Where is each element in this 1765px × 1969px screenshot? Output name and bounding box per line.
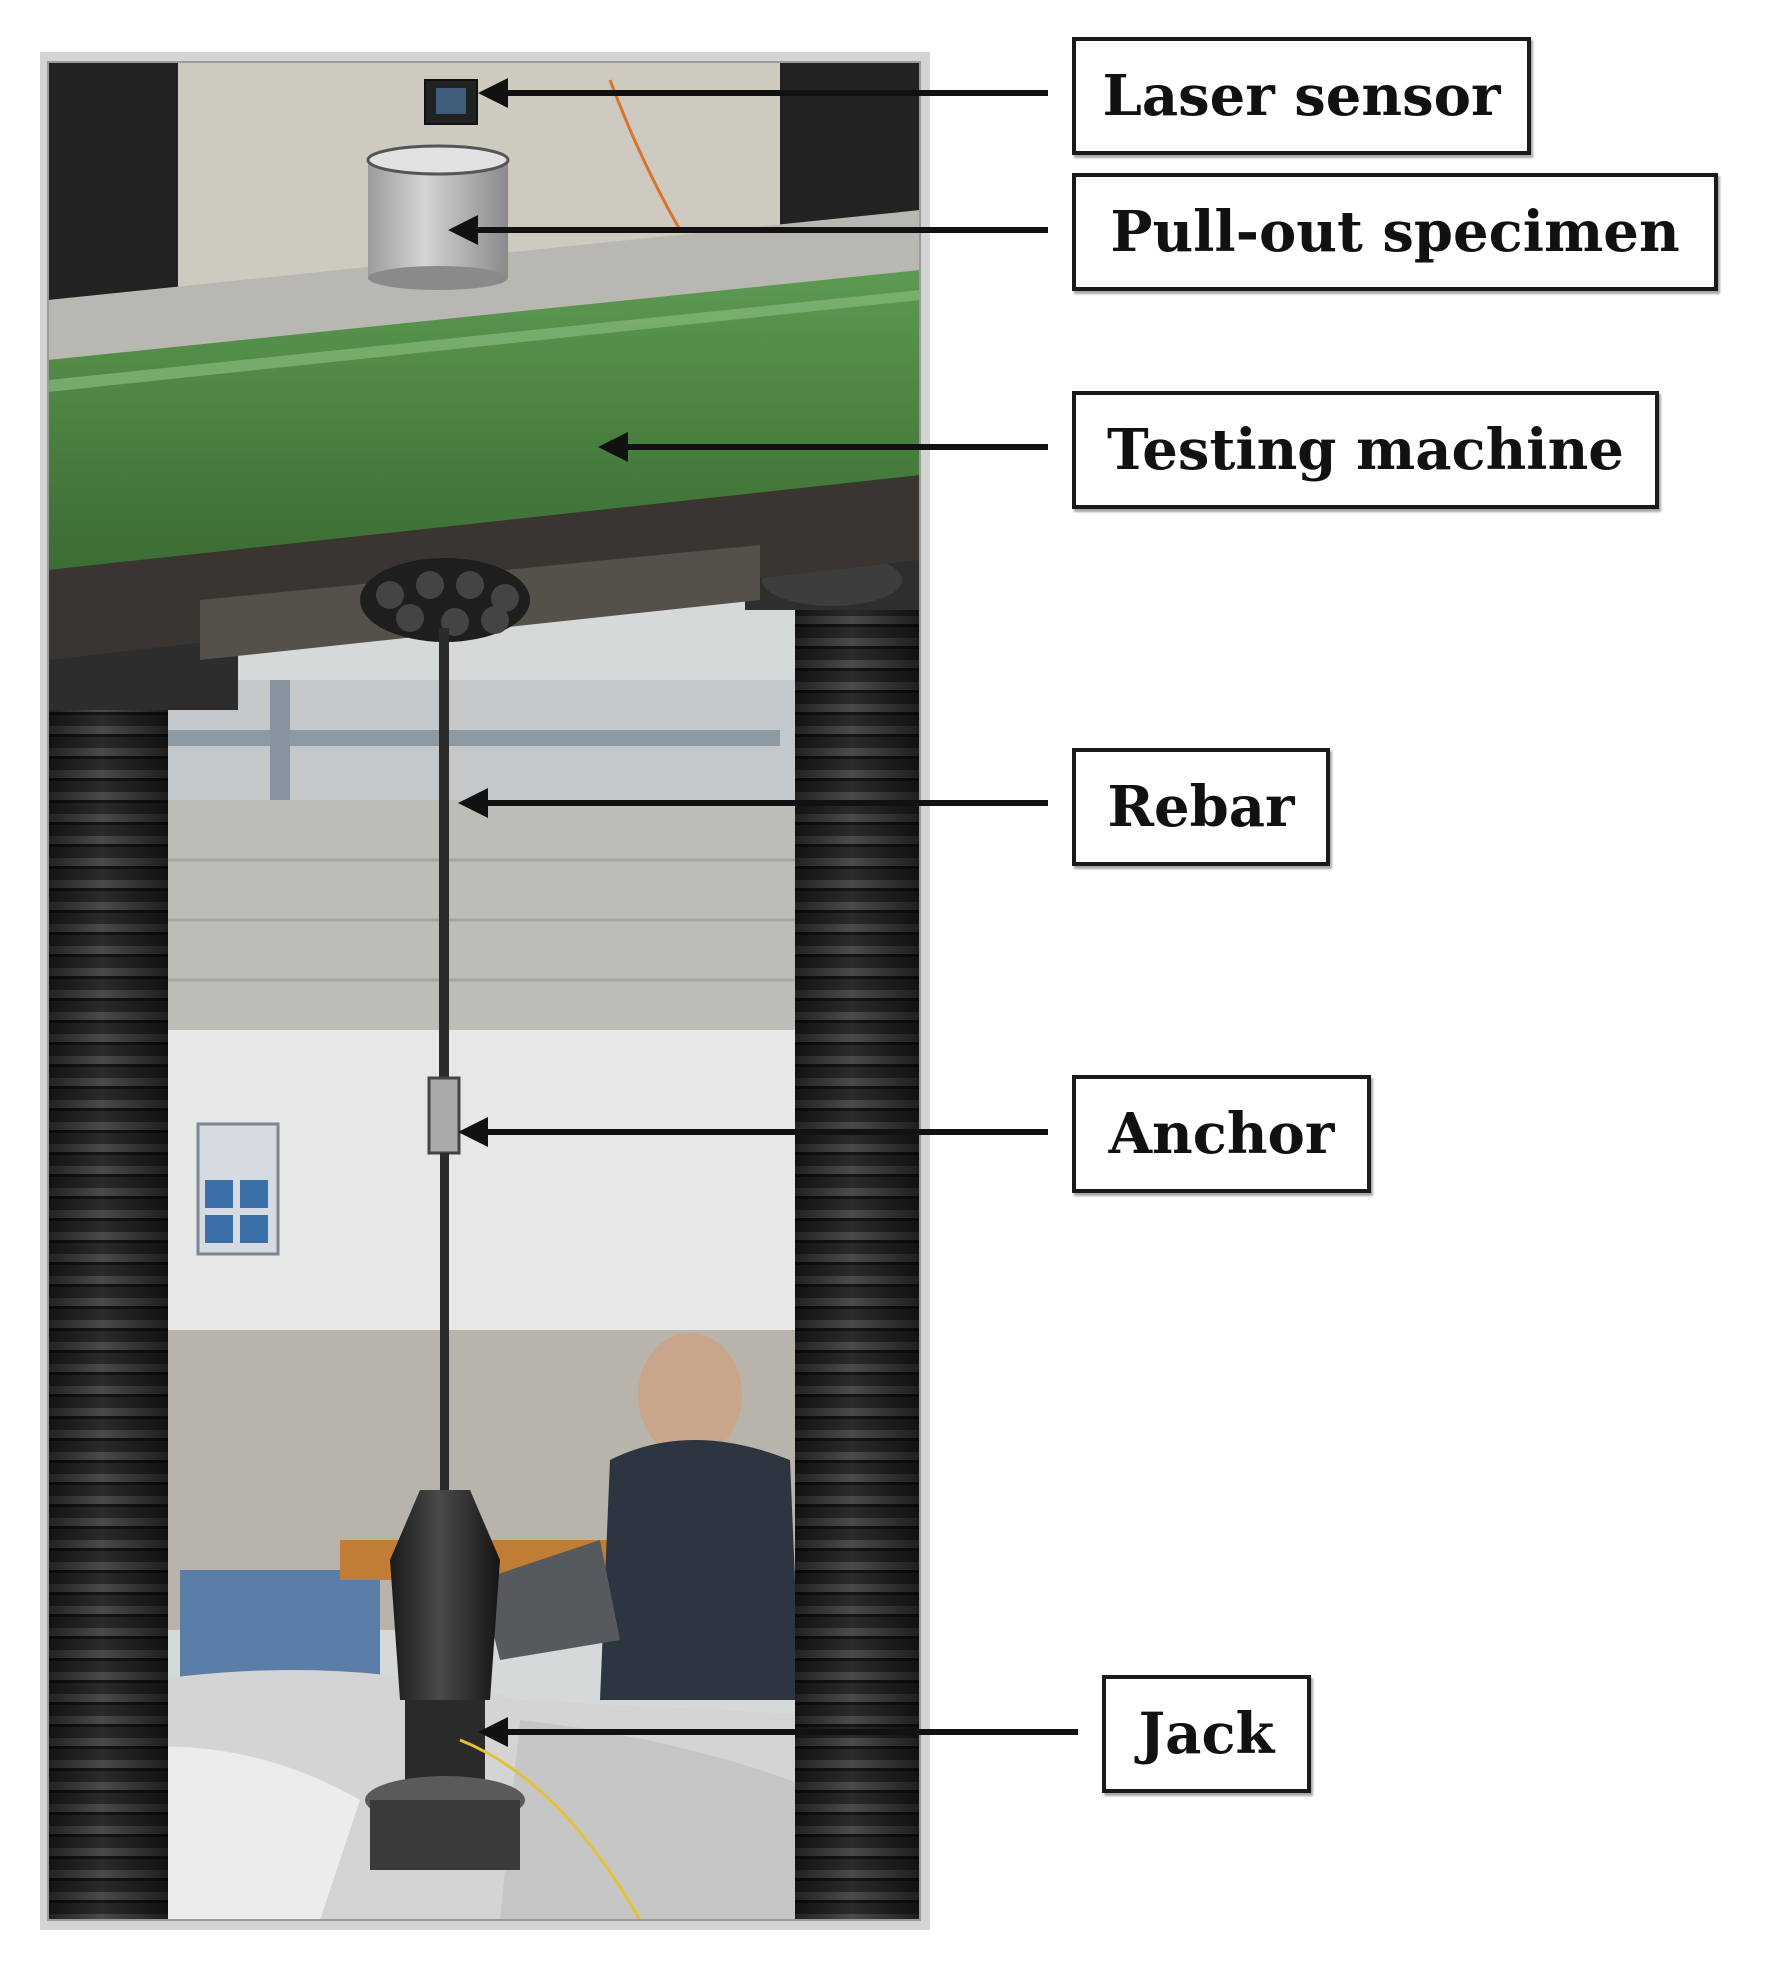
- arrow-rebar-head: [458, 788, 488, 818]
- arrow-anchor-head: [458, 1117, 488, 1147]
- leader-arrows: [448, 78, 1078, 1747]
- label-testing-machine: Testing machine: [1072, 391, 1659, 509]
- label-rebar: Rebar: [1072, 748, 1330, 866]
- arrow-pullout-specimen-head: [448, 215, 478, 245]
- label-anchor: Anchor: [1072, 1075, 1371, 1193]
- arrow-jack-head: [478, 1717, 508, 1747]
- photo: [48, 62, 920, 1920]
- label-jack: Jack: [1102, 1675, 1311, 1793]
- label-laser-sensor: Laser sensor: [1072, 37, 1531, 155]
- arrow-laser-sensor-head: [478, 78, 508, 108]
- label-pullout-specimen: Pull-out specimen: [1072, 173, 1718, 291]
- arrow-testing-machine-head: [598, 432, 628, 462]
- photo-border: [47, 61, 921, 1921]
